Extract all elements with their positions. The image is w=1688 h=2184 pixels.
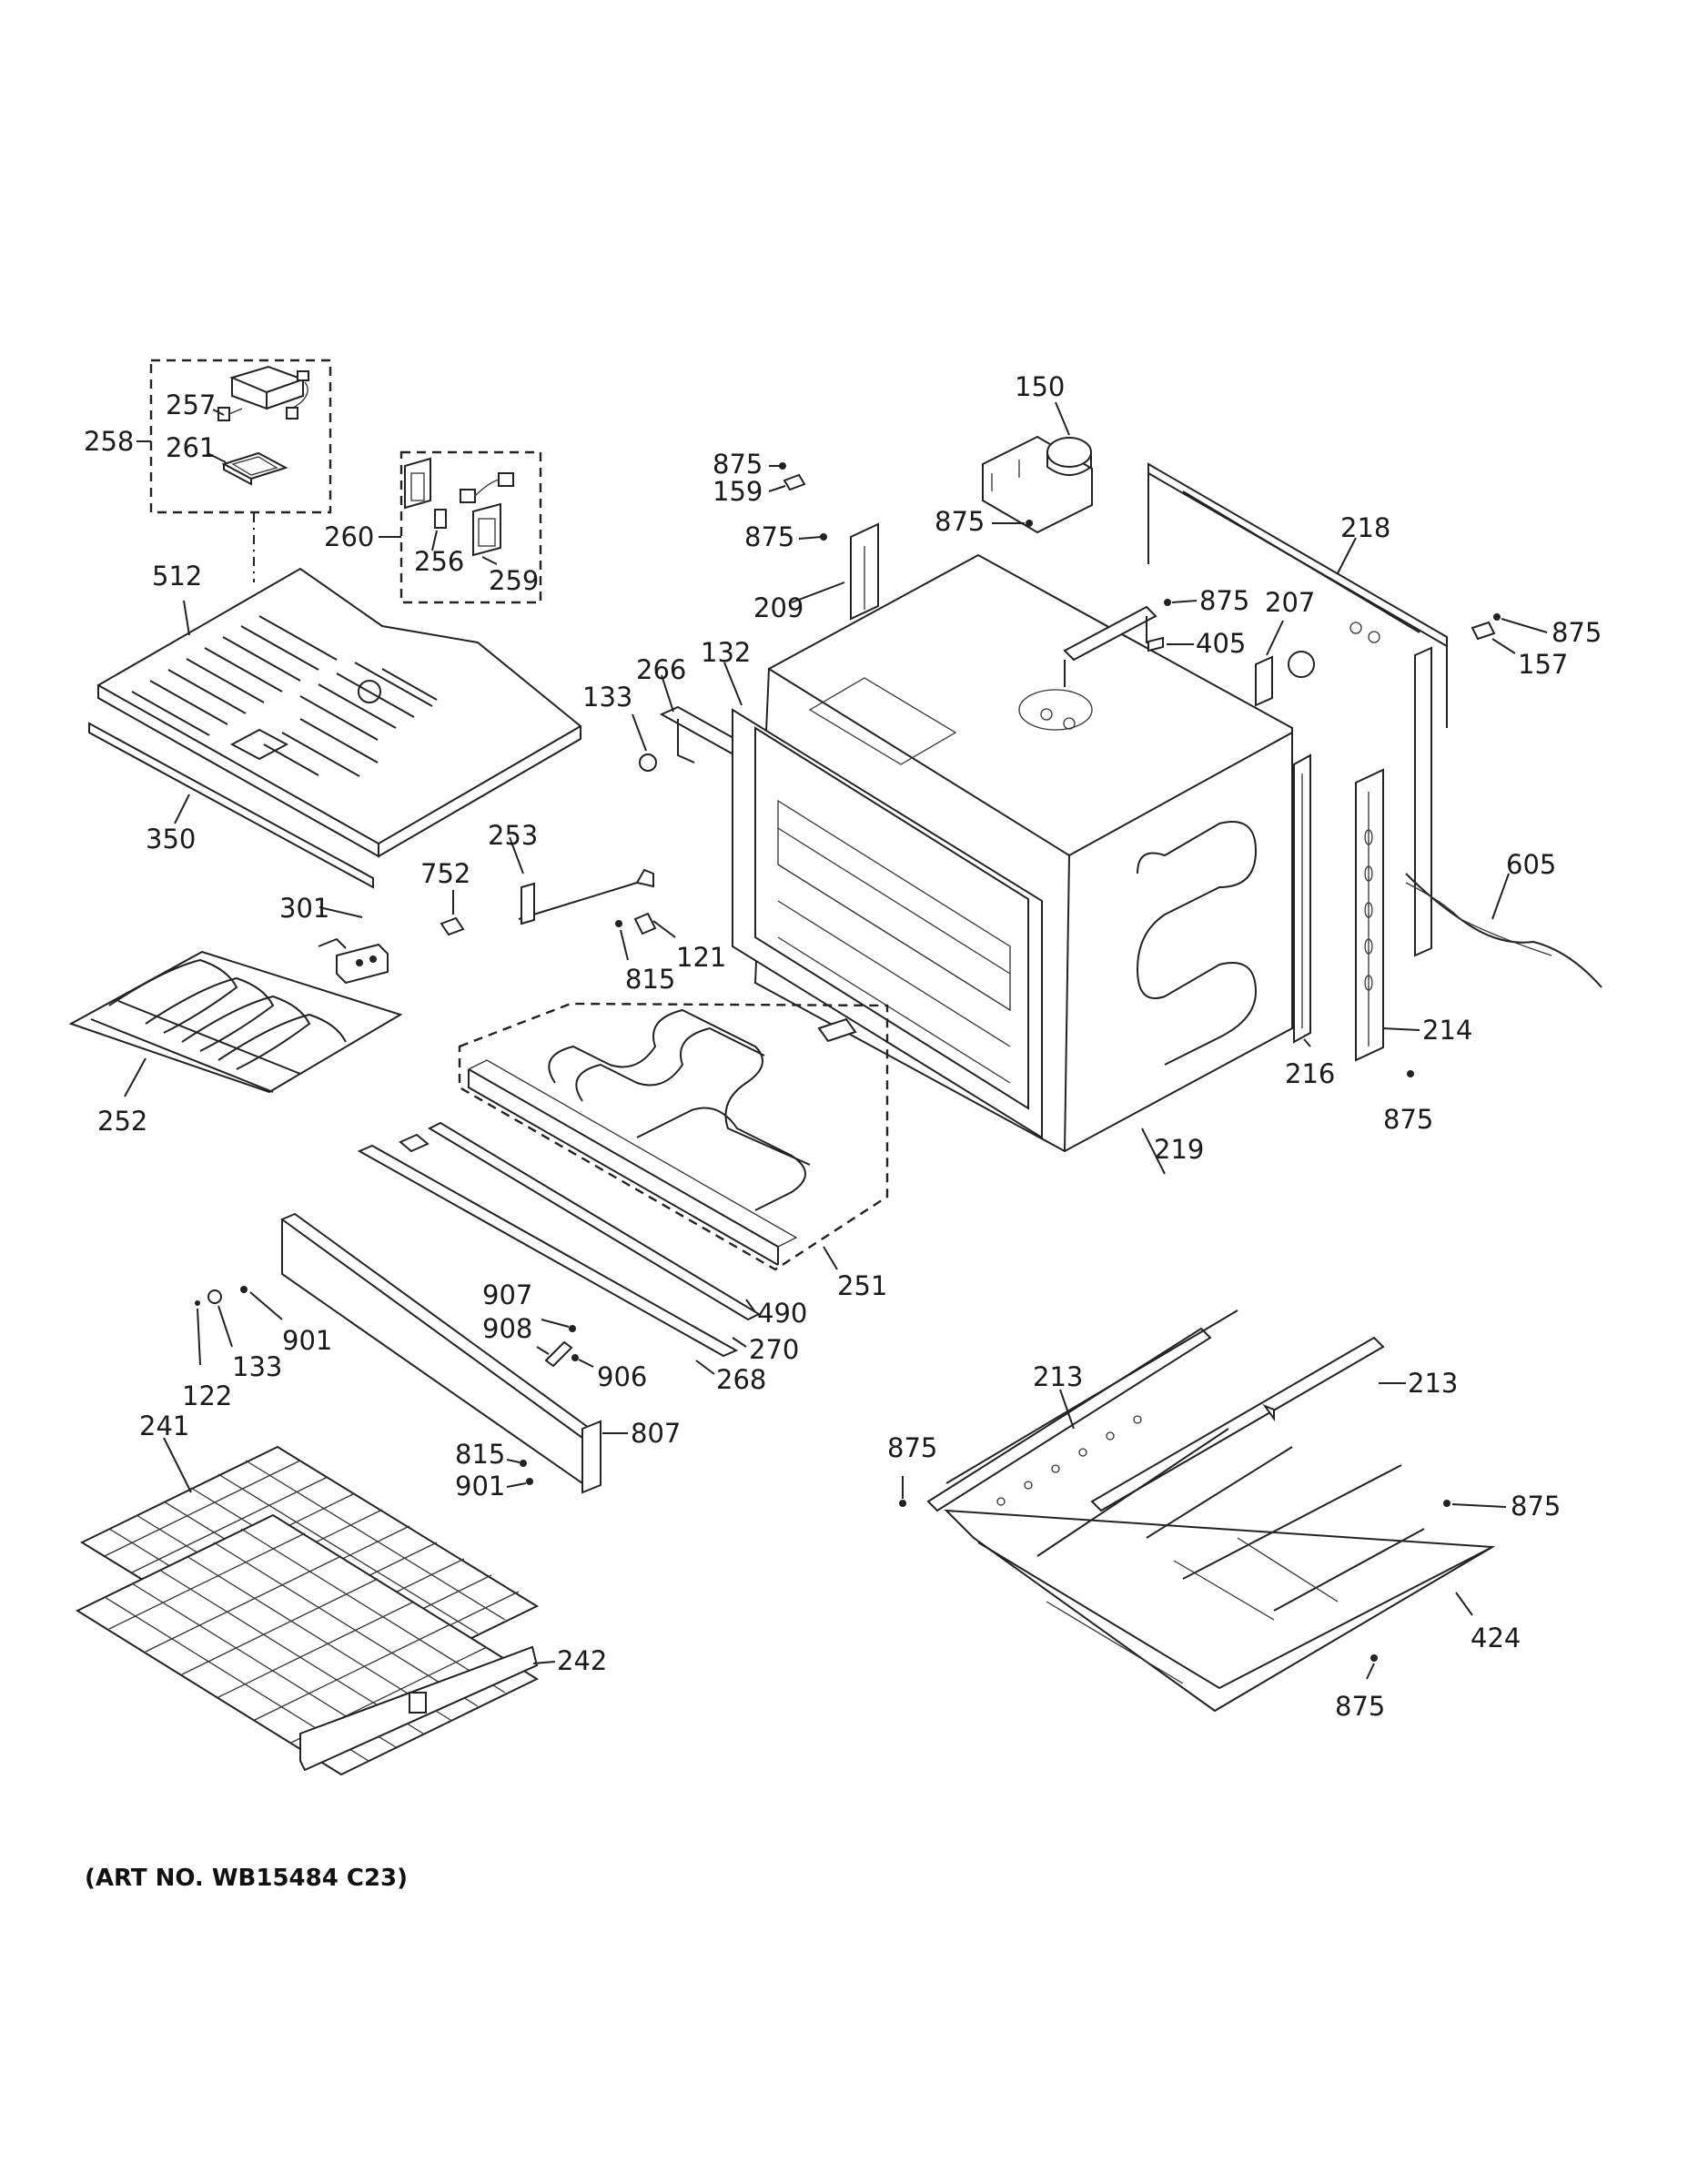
callout-213-a: 213 xyxy=(1033,1361,1083,1392)
callout-875-g: 875 xyxy=(887,1432,937,1463)
callout-218: 218 xyxy=(1340,512,1390,543)
callout-219-label: 219 xyxy=(1154,1134,1204,1165)
callout-216: 216 xyxy=(1285,1058,1335,1089)
callout-907: 907 xyxy=(482,1279,532,1310)
sensor-157-part xyxy=(1471,621,1496,641)
callout-252: 252 xyxy=(97,1106,147,1137)
back-panel-part xyxy=(1147,462,1448,728)
callout-209: 209 xyxy=(753,592,804,623)
callout-752: 752 xyxy=(420,858,470,889)
side-trim-216-part xyxy=(1293,753,1311,1044)
callout-875-h: 875 xyxy=(1511,1491,1561,1522)
control-board-part xyxy=(217,365,309,421)
bracket-121-part xyxy=(633,912,657,935)
callout-490: 490 xyxy=(757,1298,807,1329)
callout-256: 256 xyxy=(414,546,464,577)
callout-257: 257 xyxy=(166,389,216,420)
callout-815-b: 815 xyxy=(455,1439,505,1470)
control-gasket-part xyxy=(221,451,288,486)
clip-405-part xyxy=(1147,636,1164,652)
callout-259: 259 xyxy=(489,565,539,596)
callout-350: 350 xyxy=(146,824,196,854)
callout-157: 157 xyxy=(1518,649,1568,680)
callout-875-i: 875 xyxy=(1335,1691,1385,1722)
side-bracket-part xyxy=(850,522,879,621)
callout-906: 906 xyxy=(597,1361,647,1392)
callout-875-e: 875 xyxy=(1552,617,1602,648)
callout-301: 301 xyxy=(279,893,329,924)
callout-258: 258 xyxy=(84,426,134,457)
callout-875-c: 875 xyxy=(935,506,985,537)
bake-element-dashed-box xyxy=(458,1002,889,1271)
latch-switch-part xyxy=(783,473,806,491)
door-trim-122-part xyxy=(279,1212,601,1494)
callout-875-d: 875 xyxy=(1199,585,1249,616)
cam-908-part xyxy=(544,1340,573,1368)
top-panel-part xyxy=(88,567,582,889)
bottom-frame-part xyxy=(926,1309,1496,1713)
keypad-dashed-box xyxy=(399,450,542,604)
callout-424: 424 xyxy=(1471,1623,1521,1653)
bake-element-part xyxy=(468,1008,857,1266)
callout-213-b: 213 xyxy=(1408,1368,1458,1399)
callout-875-b: 875 xyxy=(744,521,794,552)
callout-207: 207 xyxy=(1265,587,1315,618)
callout-122: 807 xyxy=(631,1418,681,1449)
oven-cavity-part xyxy=(732,553,1293,1153)
callout-405: 405 xyxy=(1196,628,1246,659)
callout-908: 908 xyxy=(482,1313,532,1344)
grommet-133b-part xyxy=(207,1289,222,1304)
door-lock-motor-part xyxy=(982,435,1093,534)
callout-815-top: 815 xyxy=(625,964,675,995)
callout-266: 266 xyxy=(636,654,686,685)
callout-150: 150 xyxy=(1015,371,1065,402)
callout-121: 121 xyxy=(676,942,726,973)
wiring-harness-part xyxy=(1405,646,1602,988)
callout-261: 261 xyxy=(166,432,216,463)
screw-part xyxy=(440,916,465,936)
callout-268: 268 xyxy=(716,1364,766,1395)
callout-807-b: 901 xyxy=(455,1471,505,1502)
callout-875-f: 875 xyxy=(1383,1104,1433,1135)
side-trim-214-part xyxy=(1355,768,1384,1062)
callout-901: 122 xyxy=(182,1380,232,1411)
callout-260: 260 xyxy=(324,521,374,552)
rail-490-part xyxy=(427,1121,762,1321)
broil-element-part xyxy=(68,937,403,1094)
keypad-part xyxy=(404,457,514,557)
callout-214: 214 xyxy=(1422,1015,1472,1046)
oven-rack-242-part xyxy=(75,1513,540,1776)
callout-159: 159 xyxy=(713,476,763,507)
art-number: (ART NO. WB15484 C23) xyxy=(85,1865,408,1892)
callout-133-top: 133 xyxy=(582,682,632,713)
callout-807-a: 901 xyxy=(282,1325,332,1356)
callout-512: 512 xyxy=(152,561,202,592)
callout-875-a: 875 xyxy=(713,449,763,480)
callout-242: 242 xyxy=(557,1645,607,1676)
grommet-part xyxy=(639,753,657,772)
bracket-207-part xyxy=(1255,655,1273,707)
callout-270: 270 xyxy=(749,1334,799,1365)
rail-270-part xyxy=(357,1133,739,1358)
callout-132: 132 xyxy=(701,637,751,668)
callout-605: 605 xyxy=(1506,849,1556,880)
callout-253: 253 xyxy=(488,820,538,851)
probe-receptacle-part xyxy=(518,868,654,925)
callout-251: 251 xyxy=(837,1270,887,1301)
callout-133-b: 133 xyxy=(232,1351,282,1382)
callout-241: 241 xyxy=(139,1410,189,1441)
control-kit-dashed-box xyxy=(149,359,332,514)
